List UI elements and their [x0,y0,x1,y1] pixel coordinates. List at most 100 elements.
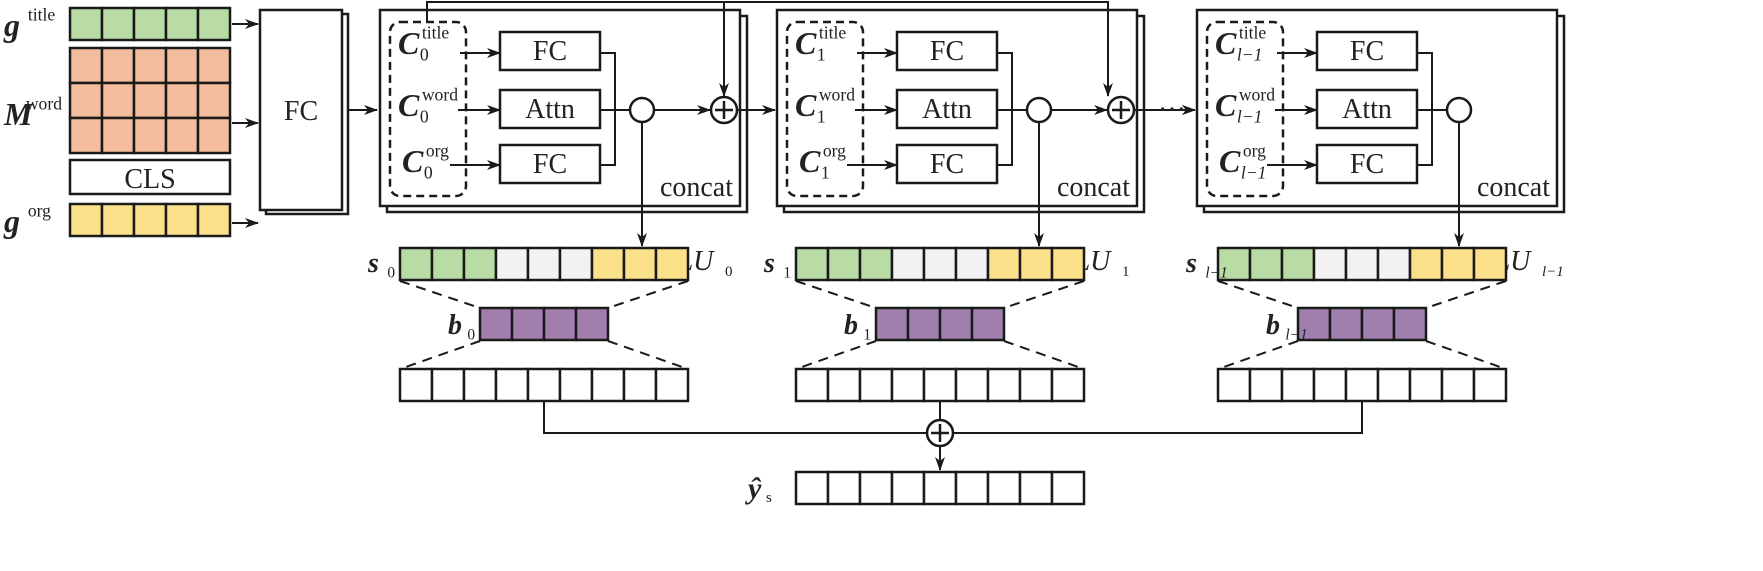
block-2-c-org-subscript: l−1 [1241,162,1267,182]
block-2-s-label-subscript: l−1 [1205,265,1227,282]
block-2-c-word-symbol: C [1215,87,1237,123]
block-1-c-org-symbol: C [799,143,821,179]
block-2-s-label-symbol: s [1185,248,1197,279]
block-2-c-word-superscript: word [1239,85,1275,105]
vector-cell [132,202,168,238]
m-word-label-superscript: word [26,94,62,114]
vector-cell [1216,367,1252,403]
final-sum-node [925,418,955,448]
block-1-s-label-symbol: s [763,248,775,279]
vector-cell [462,246,498,282]
g-org-vector [68,202,232,238]
vector-cell [794,367,830,403]
block-2-s-label: s l−1 [1185,248,1228,282]
vector-cell [1018,470,1054,506]
shared-fc-label: FC [284,96,318,127]
vector-cell [1018,367,1054,403]
vector-cell [922,367,958,403]
g-org-label-symbol: g [3,203,20,239]
vector-cell [890,246,926,282]
proj-dash [399,340,481,370]
block-0-c-org-superscript: org [426,141,449,161]
block-1-c-word-superscript: word [819,85,855,105]
vector-cell [100,116,136,155]
proj-dash [1003,340,1085,370]
block-1-c-org-subscript: 1 [821,162,830,182]
block-2-b-label-symbol: b [1266,310,1280,341]
block-0-attn [498,88,602,130]
agg-left [543,401,926,434]
proj-dash [607,340,689,370]
proj-dash [607,280,689,309]
vector-cell [986,246,1022,282]
block-0-concat-node-ring [628,96,656,124]
vector-cell [558,246,594,282]
vector-cell [1280,367,1316,403]
vector-cell [398,246,434,282]
block-2-concat-label: concat [1477,172,1550,203]
vector-cell [1472,246,1508,282]
vector-cell [1312,367,1348,403]
m-word-row [68,81,232,120]
vector-cell [196,6,232,42]
vector-cell [100,202,136,238]
vector-cell [398,367,434,403]
vector-cell [1440,246,1476,282]
tlu-subscript: l−1 [1542,264,1564,280]
block-1-c-title-superscript: title [819,23,847,43]
output-subscript: s [766,490,772,506]
vector-cell [794,470,830,506]
vector-cell [1344,367,1380,403]
block-1-s-label-subscript: 1 [783,265,791,282]
vector-cell [1248,367,1284,403]
vector-cell [462,367,498,403]
vector-cell [826,470,862,506]
vector-cell [1376,367,1412,403]
proj-dash [1003,280,1085,309]
block-1-expanded-vector [794,367,1086,403]
vector-cell [164,46,200,85]
block-2-c-org-symbol: C [1219,143,1241,179]
vector-cell [510,306,546,342]
block-0-c-title-subscript: 0 [420,44,429,64]
vector-cell [622,246,658,282]
vector-cell [1050,367,1086,403]
vector-cell [954,367,990,403]
block-2-c-title-symbol: C [1215,25,1237,61]
vector-cell [526,367,562,403]
tlu-subscript: 1 [1122,264,1130,280]
vector-cell [986,470,1022,506]
vector-cell [1376,246,1412,282]
output-symbol: ŷ [745,472,762,505]
proj-dash [399,280,481,309]
vector-cell [954,470,990,506]
block-2-b-label-subscript: l−1 [1285,327,1307,344]
agg-right [954,401,1363,434]
vector-cell [922,246,958,282]
vector-cell [1472,367,1508,403]
vector-cell [858,470,894,506]
block-0-c-word-superscript: word [422,85,458,105]
vector-cell [1328,306,1364,342]
cls-label: CLS [124,164,175,195]
block-1-concat-node [1025,96,1053,124]
residual-skip-top [426,1,1113,97]
block-2-c-org-superscript: org [1243,141,1266,161]
block-0-concat-label: concat [660,172,733,203]
cls-cell [68,158,232,196]
proj-dash [1425,340,1507,370]
block-0-c-title-symbol: C [398,25,420,61]
block-2-fc-bottom-label: FC [1350,149,1384,180]
block-1-attn [895,88,999,130]
g-title-label-symbol: g [3,7,20,43]
block-2-b-label: b l−1 [1266,310,1308,344]
vector-cell [196,46,232,85]
block-1-c-title-symbol: C [795,25,817,61]
